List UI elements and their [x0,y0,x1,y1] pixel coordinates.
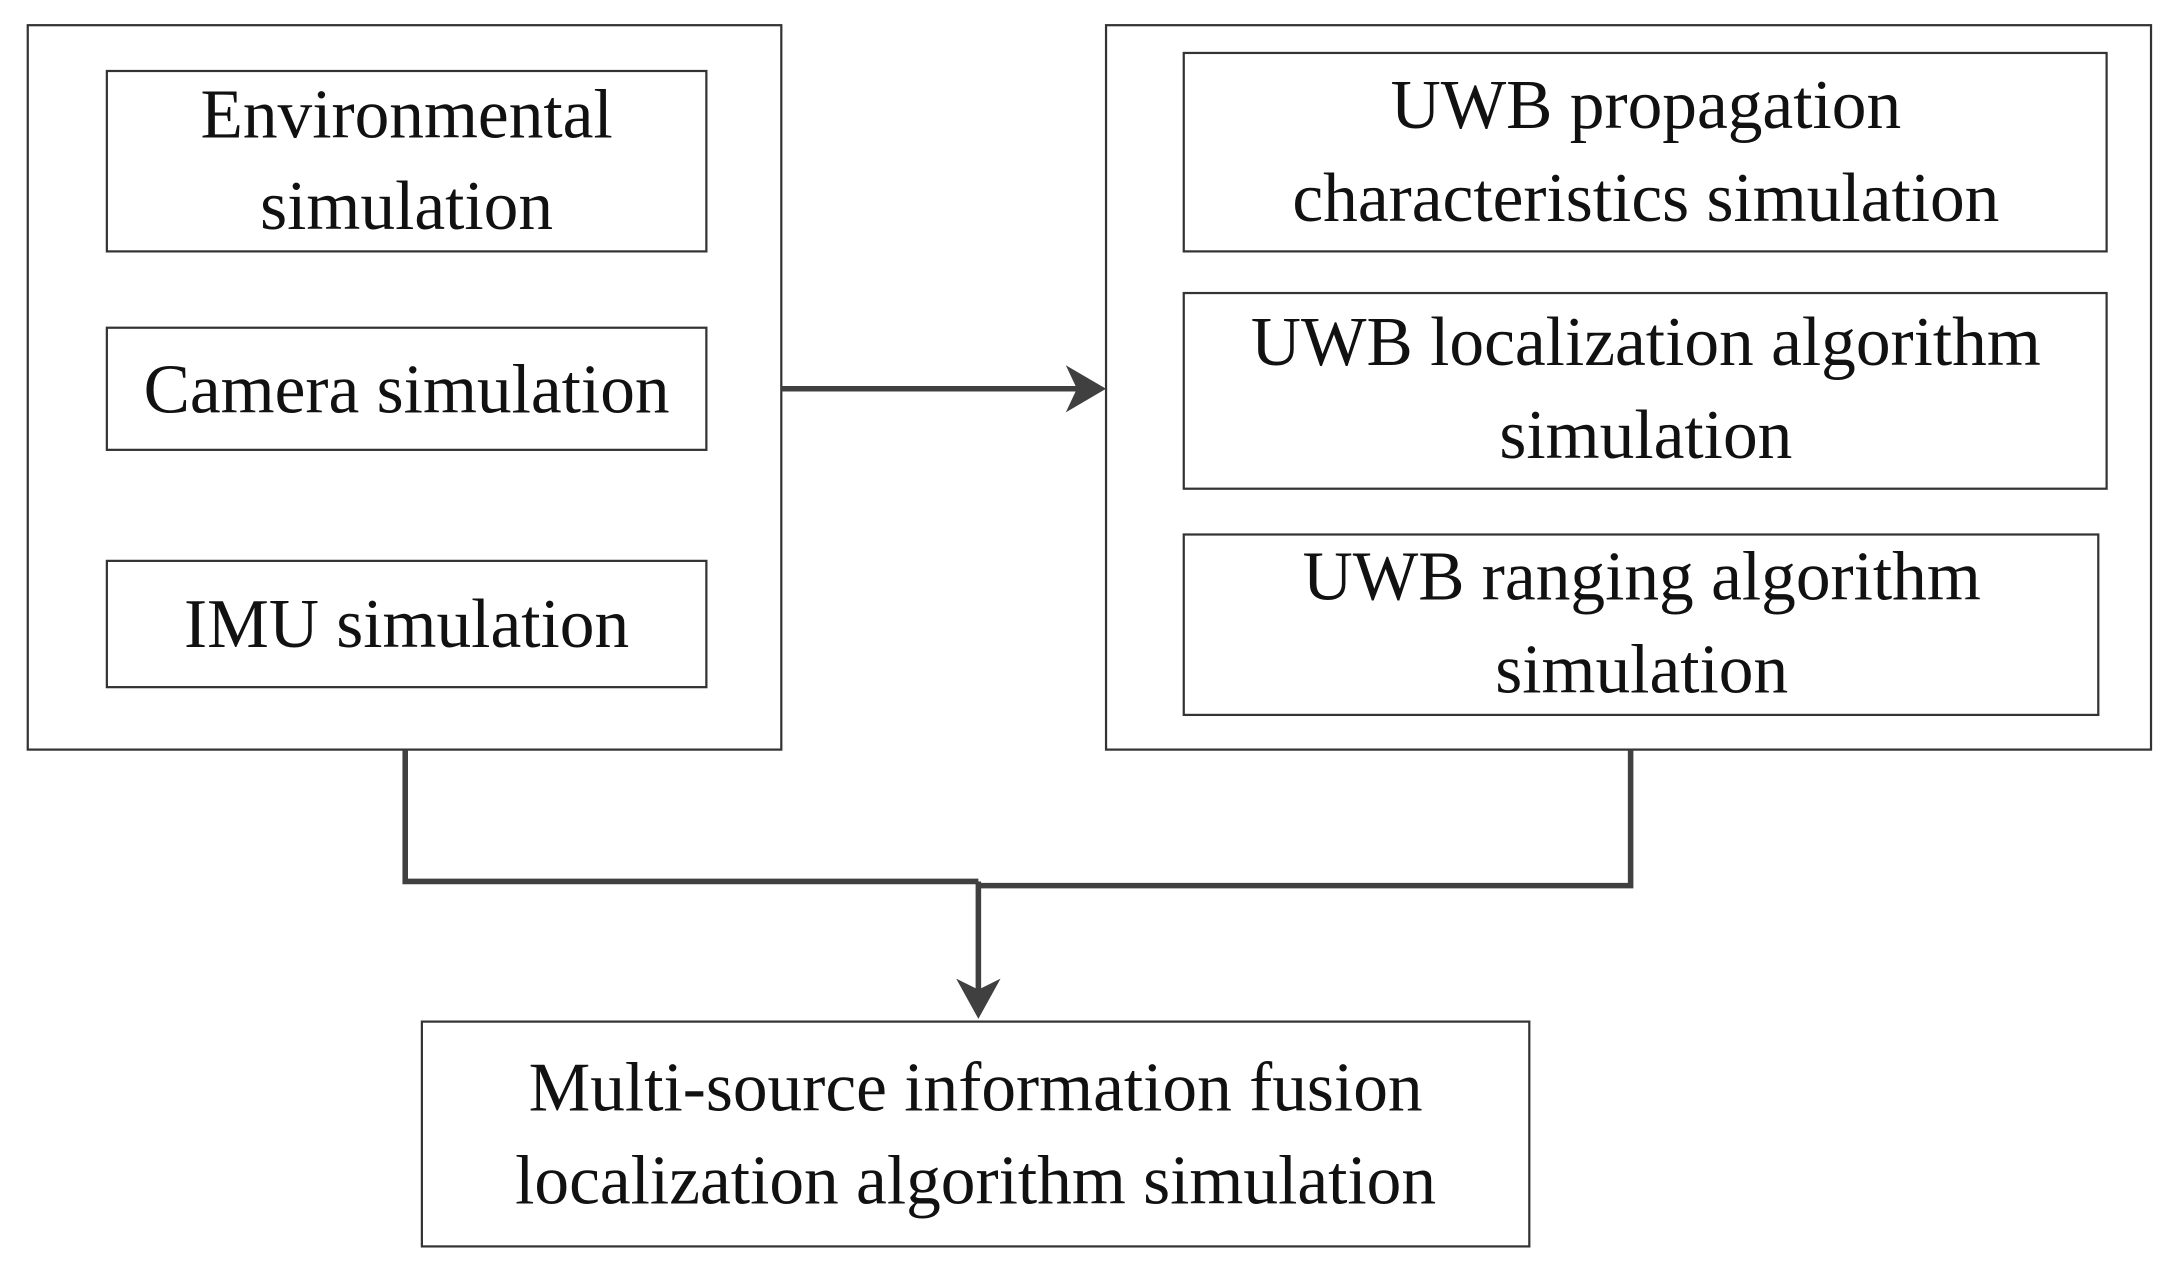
imu-simulation-label: IMU simulation [184,586,629,663]
camera-simulation-box [105,326,708,451]
camera-simulation-label: Camera simulation [144,351,670,428]
right-group-connector [978,749,1634,889]
uwb-ranging-line1: UWB ranging algorithm [1303,539,1981,616]
uwb-ranging-line2: simulation [1495,632,1788,709]
environmental-simulation-box [105,69,708,253]
environmental-simulation-line2: simulation [260,168,553,245]
down-arrowhead-icon [956,978,1001,1019]
uwb-ranging-box [1182,533,2100,717]
imu-simulation-box [105,559,708,689]
uwb-propagation-line2: characteristics simulation [1292,160,1999,237]
uwb-propagation-box [1182,51,2108,253]
uwb-localization-box [1182,291,2108,490]
left-group-connector [402,749,979,885]
uwb-propagation-line1: UWB propagation [1391,67,1902,144]
fusion-simulation-line2: localization algorithm simulation [515,1142,1436,1219]
environmental-simulation-line1: Environmental [200,77,612,154]
uwb-localization-line1: UWB localization algorithm [1251,304,2041,381]
fusion-simulation-box [420,1020,1531,1248]
fusion-simulation-line1: Multi-source information fusion [529,1049,1423,1126]
uwb-localization-line2: simulation [1499,397,1792,474]
right-arrowhead-icon [1065,365,1107,413]
